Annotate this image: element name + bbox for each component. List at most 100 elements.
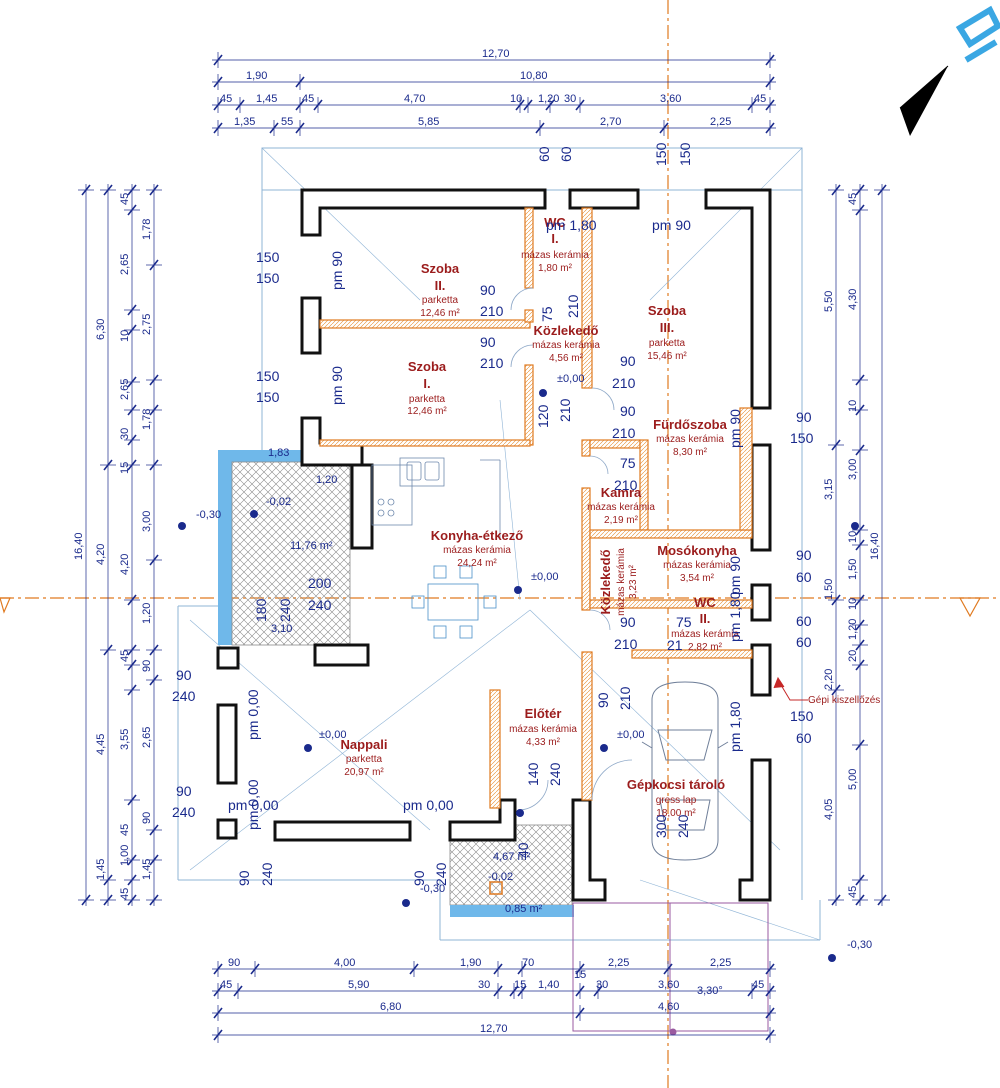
watermark-logo: [955, 5, 1000, 63]
bot-dim-r1-5: 2,25: [710, 957, 731, 969]
room-floor: mázas kerámia: [443, 545, 511, 556]
v90-h: 90: [595, 692, 611, 708]
right-dimensions: 16,40 45 5,50 4,30 10 3,00 3,15 10 1,50 …: [823, 193, 881, 898]
room-kozlekedo-2: Közlekedő mázas kerámia 3,23 m²: [598, 548, 639, 616]
v150-f: 150: [790, 708, 814, 724]
left-dim-c3-7: 90: [141, 660, 153, 672]
v150-e: 150: [790, 430, 814, 446]
room-area: 12,46 m²: [407, 406, 447, 417]
kitchen-fixtures: [371, 457, 501, 639]
bot-dim-r2-7: 45: [752, 979, 764, 991]
v140: 140: [525, 762, 541, 786]
room-furdoszoba: Fürdőszoba mázas kerámia 8,30 m²: [653, 417, 727, 458]
left-dim-c3-6: 1,20: [141, 603, 153, 624]
left-dim-c4-3: 15: [119, 462, 131, 474]
door-swings: [510, 287, 633, 811]
left-dim-c4-1: 10: [119, 330, 131, 342]
top-dim-r3-6: 30: [564, 93, 576, 105]
room-gepkocsi-tarolo: Gépkocsi tároló gress lap 18,00 m²: [627, 777, 725, 819]
room-name: Közlekedő: [598, 549, 613, 614]
left-dim-c3-10: 45: [119, 888, 131, 900]
pm90-b: pm 90: [329, 366, 345, 405]
pm180-c: pm 1,80: [727, 701, 743, 752]
left-dim-c3-0: 45: [119, 193, 131, 205]
level-m030: -0,30: [420, 883, 445, 895]
left-dim-c4-5: 45: [119, 650, 131, 662]
room-area: 8,30 m²: [673, 447, 708, 458]
room-area: 15,46 m²: [647, 351, 687, 362]
v150-a: 150: [256, 249, 280, 265]
terrace-labels: 1,83 1,20 11,76 m² 3,10 4,67 m² 0,85 m²: [268, 447, 543, 915]
v60-b: 60: [796, 613, 812, 629]
bot-dim-r1-1: 4,00: [334, 957, 355, 969]
room-area: 18,00 m²: [656, 808, 696, 819]
pm000-a: pm 0,00: [245, 689, 261, 740]
top-dim-r3-7: 3,60: [660, 93, 681, 105]
pm000-d: pm 0,00: [403, 797, 454, 813]
left-dim-c2-3: 1,45: [95, 859, 107, 880]
room-floor: mázas kerámia: [509, 724, 577, 735]
left-dim-c2-2: 4,45: [95, 734, 107, 755]
room-area: 3,23 m²: [628, 564, 639, 599]
room-name: Konyha-étkező: [431, 528, 524, 543]
room-name: WC: [694, 595, 716, 610]
left-dim-c4-6: 2,65: [141, 727, 153, 748]
bot-dim-r4-0: 12,70: [480, 1023, 508, 1035]
right-dim-c2-2: 1,50: [823, 579, 835, 600]
terrace-west: [218, 450, 351, 646]
opening-marks: 150 150 pm 90 150 150 pm 90 90 210 90 21…: [172, 142, 814, 886]
v210-h: 210: [614, 636, 638, 652]
left-dim-c3-8: 3,55: [119, 729, 131, 750]
room-kamra: Kamra mázas kerámia 2,19 m²: [587, 485, 655, 526]
right-dim-c3-3: 3,00: [847, 459, 859, 480]
right-dim-c2-3: 2,20: [823, 669, 835, 690]
right-dim-c3-2: 10: [847, 400, 859, 412]
v60-top-2: 60: [558, 146, 574, 162]
room-floor: parketta: [409, 394, 446, 405]
top-dim-r4-0: 1,35: [234, 116, 255, 128]
top-dim-r3-0: 45: [220, 93, 232, 105]
room-area: 12,46 m²: [420, 308, 460, 319]
room-floor: mázas kerámia: [521, 250, 589, 261]
room-name-2: III.: [660, 320, 674, 335]
top-dim-r4-4: 2,25: [710, 116, 731, 128]
bottom-dimensions: 90 4,00 1,90 70 2,25 2,25 15 45 5,90 30 …: [220, 957, 764, 1035]
v90-a: 90: [480, 282, 496, 298]
room-name: Közlekedő: [533, 323, 598, 338]
room-name: Szoba: [408, 359, 447, 374]
bot-dim-extra-1: 3,30°: [697, 985, 723, 997]
pm000-b: pm 0,00: [228, 797, 279, 813]
room-area: 2,19 m²: [604, 515, 639, 526]
v150-top-2: 150: [677, 142, 693, 166]
right-dim-c2-1: 3,15: [823, 479, 835, 500]
room-nappali: Nappali parketta 20,97 m²: [341, 737, 388, 778]
v40: 40: [515, 842, 531, 858]
pm90-c: pm 90: [652, 217, 691, 233]
left-dim-outer: 16,40: [73, 532, 85, 560]
right-dim-c2-0: 5,50: [823, 291, 835, 312]
v90-l: 90: [411, 870, 427, 886]
room-eloter: Előtér mázas kerámia 4,33 m²: [509, 706, 577, 748]
v150-b: 150: [256, 270, 280, 286]
terrace-area-1: 11,76 m²: [290, 540, 333, 552]
v210-i: 210: [617, 686, 633, 710]
interior-walls: [319, 207, 753, 809]
ventilation-note: Gépi kiszellőzés: [808, 695, 880, 706]
left-dim-c3-3: 2,65: [119, 379, 131, 400]
top-dim-r1-0: 12,70: [482, 48, 510, 60]
terrace-a: 1,20: [316, 474, 337, 486]
terrace-len: 1,83: [268, 447, 289, 459]
right-dim-c3-4: 10: [847, 531, 859, 543]
bot-dim-r2-3: 15: [514, 979, 526, 991]
room-name: Mosókonyha: [657, 543, 737, 558]
room-name: Szoba: [421, 261, 460, 276]
room-wc-ii: WC II. mázas kerámia 2,82 m²: [671, 595, 739, 653]
v75-a: 75: [539, 306, 555, 322]
v210-a: 210: [480, 303, 504, 319]
left-dim-c4-8: 45: [119, 824, 131, 836]
pm180-b: pm 1,80: [727, 591, 743, 642]
left-dim-c3-2: 2,75: [141, 314, 153, 335]
v240-h: 240: [433, 862, 449, 886]
bot-dim-extra-0: 15: [574, 969, 586, 981]
room-floor: mázas kerámia: [587, 502, 655, 513]
